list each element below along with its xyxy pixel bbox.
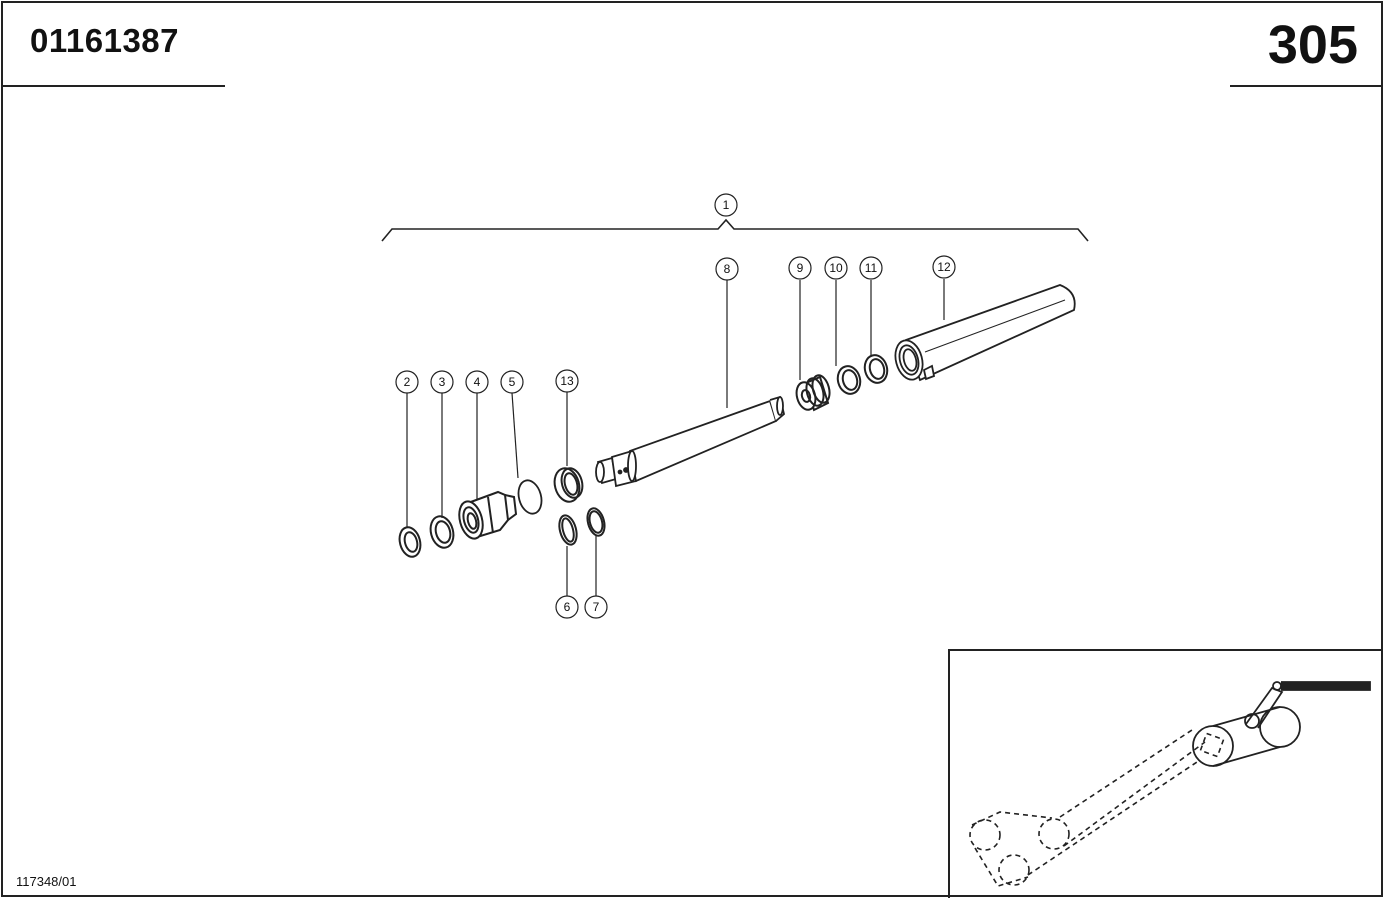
leader-5 — [511, 392, 519, 479]
assembly-bracket — [381, 218, 1089, 242]
callout-5: 5 — [500, 370, 524, 394]
svg-text:9: 9 — [797, 261, 804, 275]
svg-text:3: 3 — [439, 375, 446, 389]
svg-text:10: 10 — [829, 261, 843, 275]
part-4-gland — [458, 490, 518, 540]
part-3-wiper-ring — [429, 515, 455, 549]
callout-7: 7 — [584, 595, 608, 619]
callout-4: 4 — [465, 370, 489, 394]
leader-lines — [406, 279, 945, 596]
part-8-piston-rod — [595, 395, 786, 488]
part-11-ring — [863, 354, 889, 384]
callout-1: 1 — [714, 193, 738, 217]
svg-text:5: 5 — [509, 375, 516, 389]
svg-text:1: 1 — [723, 198, 730, 212]
callout-13: 13 — [555, 369, 579, 393]
inset-locator-diagram — [948, 649, 1382, 898]
svg-text:6: 6 — [564, 600, 571, 614]
part-6-ring — [558, 514, 578, 546]
svg-text:8: 8 — [724, 262, 731, 276]
callout-10: 10 — [824, 256, 848, 280]
callouts: 1 2 3 4 5 6 7 8 9 10 11 12 13 — [395, 193, 956, 619]
callout-9: 9 — [788, 256, 812, 280]
callout-6: 6 — [555, 595, 579, 619]
part-number: 01161387 — [30, 22, 180, 59]
svg-text:12: 12 — [937, 260, 951, 274]
svg-text:13: 13 — [560, 374, 574, 388]
part-10-ring — [836, 365, 862, 395]
part-13-bearing-ring — [553, 467, 584, 503]
part-12-cylinder-tube — [894, 284, 1076, 382]
part-7-ring — [586, 507, 606, 537]
callout-11: 11 — [859, 256, 883, 280]
part-2-seal-ring — [398, 526, 422, 558]
svg-text:4: 4 — [474, 375, 481, 389]
callout-3: 3 — [430, 370, 454, 394]
svg-text:11: 11 — [865, 261, 878, 275]
svg-text:7: 7 — [593, 600, 600, 614]
svg-text:2: 2 — [404, 375, 411, 389]
part-5-o-ring — [517, 479, 543, 515]
inset-dashed-components — [969, 727, 1225, 887]
page-number: 305 — [1267, 15, 1358, 75]
callout-8: 8 — [715, 257, 739, 281]
callout-2: 2 — [395, 370, 419, 394]
inset-highlighted-cylinder — [1192, 681, 1371, 767]
inset-frame — [948, 649, 1382, 898]
callout-12: 12 — [932, 255, 956, 279]
part-9-piston — [795, 374, 831, 412]
reference-code: 117348/01 — [16, 874, 77, 889]
